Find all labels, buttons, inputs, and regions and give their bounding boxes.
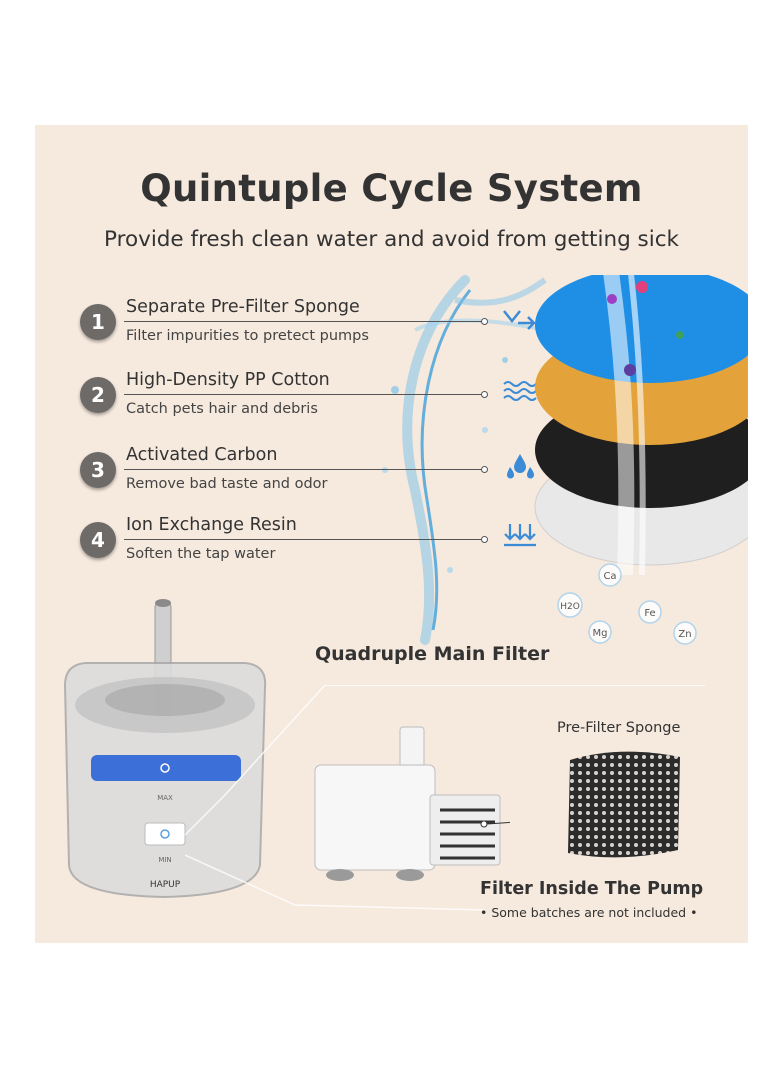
section-divider: [325, 685, 705, 686]
prefilter-sponge-label: Pre-Filter Sponge: [557, 720, 681, 736]
leader-line: [124, 539, 484, 540]
step-description: Filter impurities to pretect pumps: [126, 328, 369, 344]
page-subtitle: Provide fresh clean water and avoid from…: [103, 227, 679, 252]
step-number-badge: 4: [80, 522, 116, 558]
mineral-bubbles-graphic: Ca H2O Fe Mg Zn: [557, 563, 697, 645]
max-level-label: MAX: [157, 794, 173, 802]
page-title: Quintuple Cycle System: [140, 167, 643, 210]
mineral-label: Mg: [593, 628, 608, 639]
water-splash-graphic: [382, 275, 547, 645]
step-ion-exchange-resin: 4 Ion Exchange Resin Soften the tap wate…: [80, 515, 536, 575]
pump-filter-label: Filter Inside The Pump: [480, 879, 704, 899]
leader-dot: [481, 466, 488, 473]
water-drops-icon: [507, 454, 534, 479]
leader-dot: [481, 536, 488, 543]
fountain-graphic: MAX MIN HAPUP: [63, 599, 267, 899]
step-name: Separate Pre-Filter Sponge: [126, 297, 360, 317]
step-name: Activated Carbon: [126, 445, 278, 465]
mineral-label: Zn: [678, 629, 691, 640]
connector-lines: [185, 685, 486, 911]
step-name: High-Density PP Cotton: [126, 370, 330, 390]
leader-line: [124, 321, 484, 322]
mineral-label: Ca: [603, 571, 616, 582]
mineral-label: H2O: [560, 602, 580, 612]
step-number-badge: 2: [80, 377, 116, 413]
step-name: Ion Exchange Resin: [126, 515, 297, 535]
step-number-badge: 3: [80, 452, 116, 488]
mineral-label: Fe: [644, 608, 655, 619]
step-description: Remove bad taste and odor: [126, 476, 328, 492]
step-activated-carbon: 3 Activated Carbon Remove bad taste and …: [80, 445, 534, 505]
brand-label: HAPUP: [150, 880, 181, 890]
step-pp-cotton: 2 High-Density PP Cotton Catch pets hair…: [80, 370, 537, 430]
step-description: Soften the tap water: [126, 546, 276, 562]
step-number-badge: 1: [80, 304, 116, 340]
leader-line: [124, 394, 484, 395]
down-arrows-icon: [504, 524, 536, 547]
pump-filter-note: • Some batches are not included •: [480, 905, 698, 920]
leader-line: [124, 469, 484, 470]
min-level-label: MIN: [158, 856, 171, 864]
leader-dot: [481, 391, 488, 398]
step-pre-filter-sponge: 1 Separate Pre-Filter Sponge Filter impu…: [80, 297, 536, 357]
step-description: Catch pets hair and debris: [126, 401, 318, 417]
main-filter-label: Quadruple Main Filter: [315, 643, 550, 665]
pump-graphic: [314, 726, 510, 881]
leader-dot: [481, 318, 488, 325]
flow-arrow-icon: [503, 310, 536, 330]
waves-icon: [503, 381, 537, 401]
infographic-panel: Quintuple Cycle System Provide fresh cle…: [35, 125, 748, 943]
quadruple-filter-stack-graphic: [534, 275, 748, 576]
prefilter-sponge-graphic: [568, 751, 680, 858]
